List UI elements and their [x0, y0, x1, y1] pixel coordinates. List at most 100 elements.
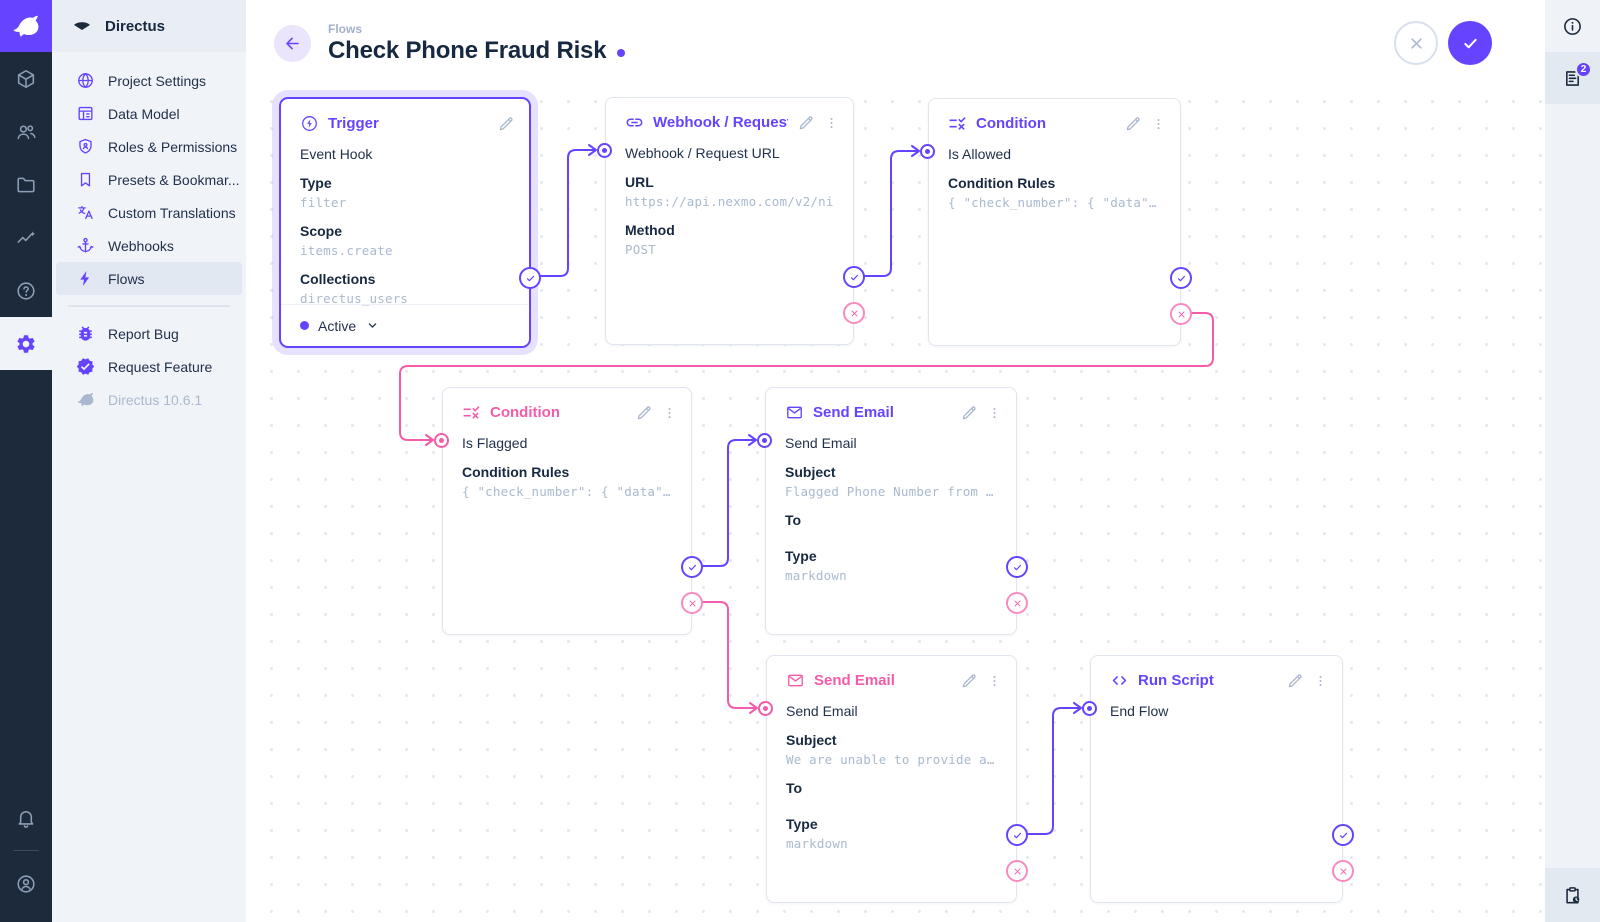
- edit-icon[interactable]: [960, 404, 978, 422]
- flow-connections: [399, 144, 1214, 835]
- trigger-status-toggle[interactable]: Active: [281, 304, 529, 346]
- module-item-cube[interactable]: [0, 52, 52, 105]
- field-label: Type: [300, 175, 332, 191]
- help-icon: [15, 280, 37, 302]
- input-port-dot: [602, 148, 607, 153]
- reject-port[interactable]: [681, 592, 703, 614]
- resolve-port[interactable]: [681, 556, 703, 578]
- logs-sidebar-button[interactable]: 2: [1545, 52, 1600, 104]
- project-chooser[interactable]: Directus: [52, 0, 246, 52]
- cube-icon: [15, 68, 37, 90]
- input-port[interactable]: [434, 433, 449, 448]
- sidebar-item-presets-bookmar[interactable]: Presets & Bookmar...: [56, 163, 242, 196]
- reject-port[interactable]: [1006, 860, 1028, 882]
- bolt-circle-icon: [300, 114, 319, 133]
- resolve-port[interactable]: [843, 266, 865, 288]
- sidebar-item-roles-permissions[interactable]: Roles & Permissions: [56, 130, 242, 163]
- save-button[interactable]: [1448, 21, 1492, 65]
- connection-arrowhead: [911, 145, 920, 157]
- module-item-folder[interactable]: [0, 158, 52, 211]
- node-title: Send Email: [813, 404, 894, 421]
- edit-icon[interactable]: [497, 115, 515, 133]
- module-item-people[interactable]: [0, 105, 52, 158]
- field-label: To: [785, 512, 802, 528]
- edit-icon[interactable]: [635, 404, 653, 422]
- info-sidebar-button[interactable]: [1545, 0, 1600, 52]
- sidebar-item-report-bug[interactable]: Report Bug: [56, 317, 242, 350]
- sidebar-item-label: Request Feature: [108, 358, 213, 375]
- revisions-sidebar-button[interactable]: [1545, 868, 1600, 922]
- sidebar-item-project-settings[interactable]: Project Settings: [56, 64, 242, 97]
- operation-name: Webhook / Request URL: [625, 145, 780, 161]
- reject-port[interactable]: [1006, 592, 1028, 614]
- field-value: markdown: [786, 836, 848, 851]
- resolve-port[interactable]: [1332, 824, 1354, 846]
- reject-port[interactable]: [1332, 860, 1354, 882]
- sidebar-item-custom-translations[interactable]: Custom Translations: [56, 196, 242, 229]
- node-title: Trigger: [328, 115, 379, 132]
- edit-icon[interactable]: [1286, 672, 1304, 690]
- operation-name: Is Flagged: [462, 435, 528, 451]
- sidebar-item-flows[interactable]: Flows: [56, 262, 242, 295]
- connection-send-email-unable-to-run-script: [1017, 702, 1082, 835]
- back-button[interactable]: [274, 24, 311, 62]
- resolve-port[interactable]: [1006, 556, 1028, 578]
- flow-node-webhook[interactable]: Webhook / Request URLWebhook / Request U…: [597, 97, 865, 345]
- reject-port[interactable]: [843, 302, 865, 324]
- resolve-port[interactable]: [1006, 824, 1028, 846]
- resolve-port[interactable]: [519, 267, 541, 289]
- module-item-help[interactable]: [0, 264, 52, 317]
- sidebar-version-directus-10-6-1[interactable]: Directus 10.6.1: [56, 383, 242, 416]
- node-field: To: [785, 510, 997, 530]
- input-port[interactable]: [920, 144, 935, 159]
- kebab-menu-icon[interactable]: [987, 672, 1002, 690]
- kebab-menu-icon[interactable]: [1313, 672, 1328, 690]
- reject-port[interactable]: [1170, 303, 1192, 325]
- field-value: Flagged Phone Number from …: [785, 484, 994, 499]
- input-port[interactable]: [1082, 701, 1097, 716]
- operation-name: Send Email: [785, 435, 857, 451]
- field-label: Method: [625, 222, 675, 238]
- operation-name: Send Email: [786, 703, 858, 719]
- input-port[interactable]: [758, 701, 773, 716]
- title-block: Flows Check Phone Fraud Risk: [328, 21, 626, 65]
- sidebar-item-label: Report Bug: [108, 325, 179, 342]
- directus-logo-tile[interactable]: [0, 0, 52, 52]
- sidebar-item-webhooks[interactable]: Webhooks: [56, 229, 242, 262]
- breadcrumb[interactable]: Flows: [328, 21, 363, 36]
- connection-arrowhead: [1073, 702, 1082, 714]
- module-item-account[interactable]: [0, 857, 52, 910]
- cancel-button[interactable]: [1394, 21, 1438, 65]
- module-item-insights[interactable]: [0, 211, 52, 264]
- input-port[interactable]: [597, 143, 612, 158]
- kebab-menu-icon[interactable]: [662, 404, 677, 422]
- gear-icon: [15, 333, 37, 355]
- edit-icon[interactable]: [1124, 115, 1142, 133]
- module-item-gear[interactable]: [0, 317, 52, 370]
- kebab-menu-icon[interactable]: [824, 114, 839, 132]
- field-value: { "check_number": { "data"…: [462, 484, 671, 499]
- kebab-menu-icon[interactable]: [987, 404, 1002, 422]
- module-item-bell[interactable]: [0, 791, 52, 844]
- kebab-menu-icon[interactable]: [1151, 115, 1166, 133]
- edit-icon[interactable]: [960, 672, 978, 690]
- resolve-port[interactable]: [1170, 267, 1192, 289]
- module-nav: [0, 52, 52, 370]
- unsaved-changes-dot: [617, 48, 626, 57]
- edit-icon[interactable]: [797, 114, 815, 132]
- input-port[interactable]: [757, 433, 772, 448]
- sidebar-item-data-model[interactable]: Data Model: [56, 97, 242, 130]
- field-value: https://api.nexmo.com/v2/ni: [625, 194, 834, 209]
- sidebar-item-request-feature[interactable]: Request Feature: [56, 350, 242, 383]
